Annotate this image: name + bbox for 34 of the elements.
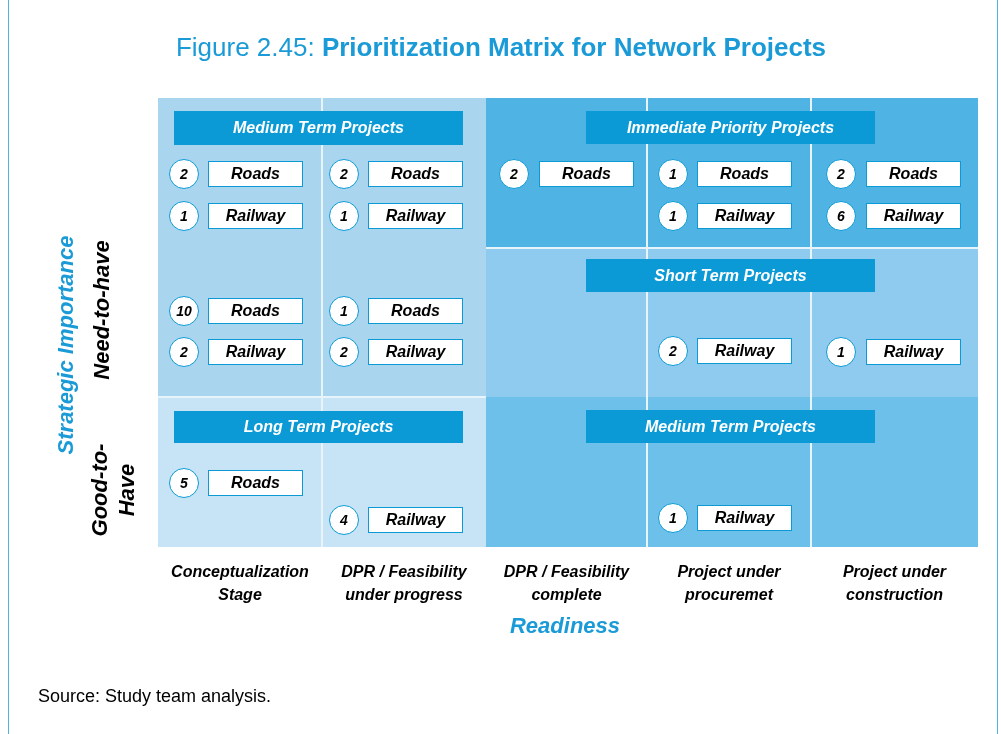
project-type-box: Roads: [539, 161, 634, 187]
project-type-box: Railway: [866, 339, 961, 365]
category-banner: Medium Term Projects: [174, 111, 463, 145]
project-type-box: Roads: [208, 298, 303, 324]
axis-title: Strategic Importance: [51, 234, 79, 457]
project-type-box: Roads: [866, 161, 961, 187]
column-label: DPR / Feasibility complete: [502, 562, 631, 605]
project-type-box: Railway: [208, 339, 303, 365]
column-label: DPR / Feasibility under progress: [340, 562, 468, 605]
project-type-box: Roads: [368, 298, 463, 324]
column-label: Conceptualization Stage: [170, 562, 310, 605]
project-type-box: Roads: [208, 161, 303, 187]
row-label: Good-to-Have: [86, 442, 140, 539]
project-type-box: Railway: [368, 203, 463, 229]
project-type-box: Roads: [697, 161, 792, 187]
project-type-box: Railway: [208, 203, 303, 229]
column-label: Project under procuremet: [676, 562, 782, 605]
figure-title: Figure 2.45: Prioritization Matrix for Network Projects: [174, 32, 828, 63]
project-type-box: Roads: [208, 470, 303, 496]
category-banner: Immediate Priority Projects: [586, 111, 875, 144]
project-type-box: Railway: [697, 338, 792, 364]
project-type-box: Roads: [368, 161, 463, 187]
category-banner: Short Term Projects: [586, 259, 875, 292]
project-type-box: Railway: [866, 203, 961, 229]
source-note: Source: Study team analysis.: [38, 686, 272, 707]
project-type-box: Railway: [697, 203, 792, 229]
project-type-box: Railway: [368, 507, 463, 533]
project-type-box: Railway: [697, 505, 792, 531]
row-label: Need-to-have: [87, 239, 115, 382]
project-type-box: Railway: [368, 339, 463, 365]
category-banner: Medium Term Projects: [586, 410, 875, 443]
category-banner: Long Term Projects: [174, 411, 463, 443]
column-label: Project under construction: [841, 562, 948, 605]
axis-title: Readiness: [508, 614, 622, 637]
